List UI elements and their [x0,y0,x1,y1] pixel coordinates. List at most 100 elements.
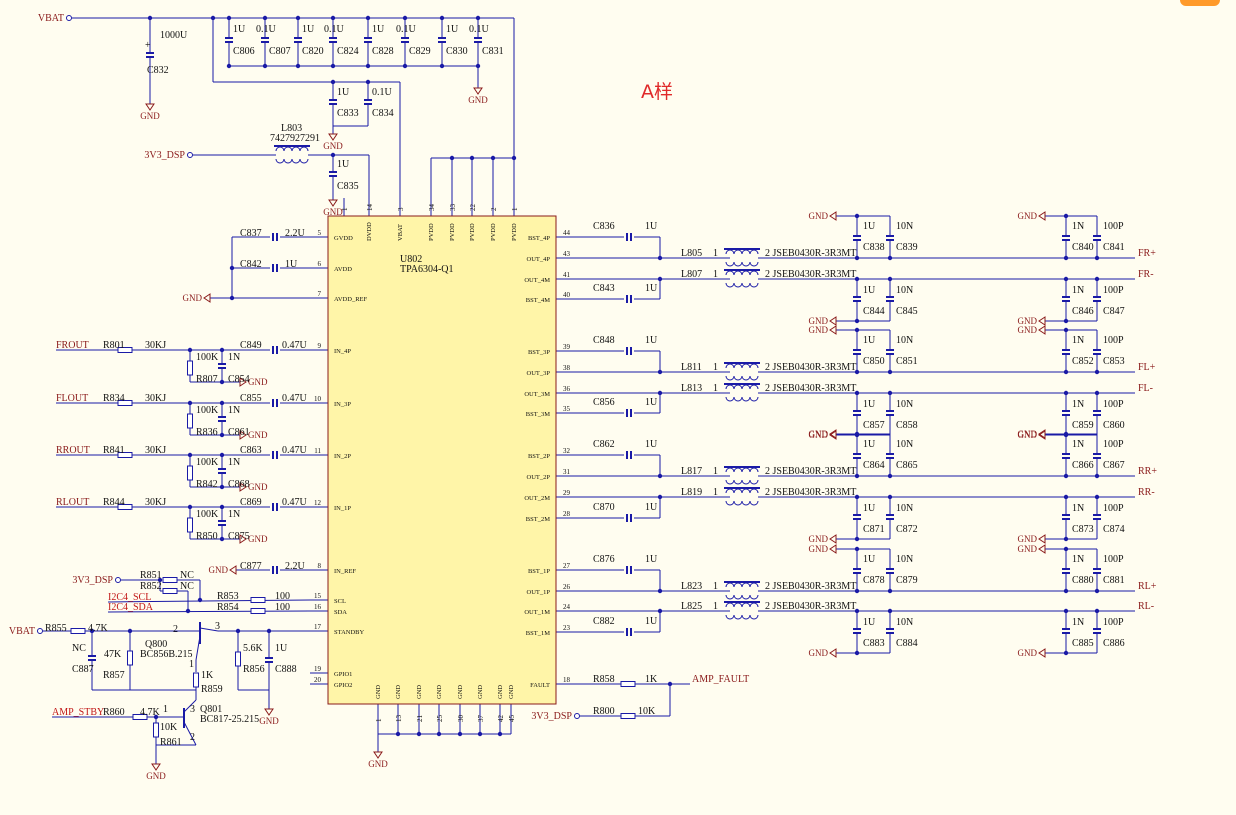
coil-turn [741,396,751,402]
coil-turn [733,384,743,390]
junction-dot [1063,546,1069,552]
label: R852 [140,581,162,592]
junction-dot [1063,473,1069,479]
label: C883 [863,638,885,649]
pin-number: 18 [563,676,571,684]
pin-number: 1 [375,718,383,722]
pin-name: PVDD [449,223,456,241]
net-label: 3V3_DSP [531,711,572,722]
coil-turn [749,500,759,506]
pin-number: 9 [318,342,322,350]
label: R858 [593,674,615,685]
label: 1U [645,283,658,294]
pin-name: IN_1P [334,505,351,512]
junction-dot [854,390,860,396]
label: L817 [681,466,702,477]
pin-number: 19 [314,665,322,673]
wire [199,627,219,632]
label: C856 [593,397,615,408]
coil-turn [741,282,751,288]
net-label-out: FR+ [1138,248,1156,259]
label: C866 [1072,460,1094,471]
label: 1000U [160,30,188,41]
capacitor-c834 [364,99,372,105]
label: R854 [217,602,239,613]
corner-button[interactable] [1180,0,1220,6]
label: 2 [190,732,195,743]
junction-dot [887,390,893,396]
capacitor-c878 [853,568,861,574]
inductor-coil [724,248,760,267]
capacitor-c849 [272,346,278,354]
pin-number: 44 [563,229,571,237]
pin-number: 1 [511,207,519,211]
pin-name: OUT_3P [527,370,551,377]
ground-label: GND [809,429,829,439]
coil-turn [283,158,293,164]
capacitor-c841 [1093,235,1101,241]
ground-symbol [1038,534,1046,544]
coil-turn [725,270,735,276]
label: 1 [713,601,718,612]
capacitor-c844 [853,296,861,302]
label: R842 [196,479,218,490]
coil-turn [741,479,751,485]
pin-number: 40 [563,291,571,299]
label: 100K [196,457,219,468]
inductor-coil [724,362,760,381]
ground-label: GND [809,316,829,326]
pin-name: BST_2P [528,453,550,460]
net-label-out: RR- [1138,487,1155,498]
pin-number: 43 [563,250,571,258]
label: 1K [201,670,214,681]
junction-dot [657,608,663,614]
label: 1U [233,24,246,35]
junction-dot [854,588,860,594]
label: 1N [228,457,240,468]
junction-dot [219,432,225,438]
resistor-r856 [235,651,241,667]
ground-label: GND [468,95,488,105]
capacitor-c837 [272,233,278,241]
junction-dot [1094,369,1100,375]
label: C865 [896,460,918,471]
junction-dot [1094,494,1100,500]
label: 1U [645,397,658,408]
label: R855 [45,623,67,634]
coil-turn [725,582,735,588]
capacitor-c859 [1062,410,1070,416]
coil-turn [749,488,759,494]
capacitor-c877 [272,566,278,574]
label: 100P [1103,503,1124,514]
capacitor-c886 [1093,628,1101,634]
capacitor-c836 [626,233,632,241]
junction-dot [854,650,860,656]
net-label-flout: FLOUT [56,393,88,404]
pin-name: GND [416,685,423,699]
junction-dot [497,731,503,737]
resistor-r836 [187,413,193,429]
label: 2 JSEB0430R-3R3MT [765,466,856,477]
capacitor-c848 [626,347,632,355]
ground-label: GND [368,759,388,769]
pin-number: 11 [314,447,321,455]
capacitor-c873 [1062,514,1070,520]
label: C886 [1103,638,1125,649]
label: 30KJ [145,340,166,351]
ground-symbol [1038,325,1046,335]
capacitor-c874 [1093,514,1101,520]
junction-dot [657,494,663,500]
label: 1U [645,439,658,450]
pin-number: 17 [314,623,322,631]
coil-turn [725,488,735,494]
pin-name: FAULT [530,682,550,689]
label: 1K [645,674,658,685]
net-port [66,15,72,21]
capacitor-c842 [272,264,278,272]
pin-number: 33 [449,204,457,212]
capacitor-c856 [626,409,632,417]
coil-turn [733,602,743,608]
pin-number: 35 [563,405,571,413]
pin-number: 45 [508,715,516,723]
